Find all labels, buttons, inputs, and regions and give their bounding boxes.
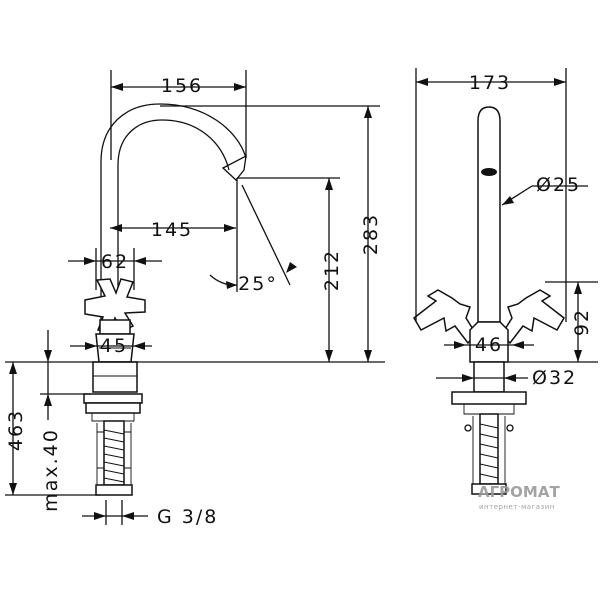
dim-145-label: 145 <box>151 219 193 241</box>
mounting-base <box>85 402 141 414</box>
handle-neck <box>99 319 131 335</box>
side-view: 173 Ø25 92 46 Ø32 <box>413 68 598 495</box>
watermark-tagline: интернет-магазин <box>479 503 555 511</box>
left-handle <box>413 289 477 345</box>
dim-92-label: 92 <box>571 308 593 336</box>
front-view: 156 145 25° 62 45 212 <box>5 70 385 528</box>
dim-463-label: 463 <box>5 409 27 451</box>
dim-212-label: 212 <box>321 249 343 291</box>
dim-62-label: 62 <box>101 251 129 273</box>
dim-d25-label: Ø25 <box>536 174 581 196</box>
spout-outline <box>100 103 247 355</box>
spout-aerator <box>481 168 497 176</box>
watermark: АГРОМАТ интернет-магазин <box>478 483 560 511</box>
watermark-brand: АГРОМАТ <box>478 483 560 501</box>
side-spout <box>477 106 501 323</box>
dim-156-label: 156 <box>161 75 203 97</box>
dim-g38-label: G 3/8 <box>157 506 218 528</box>
cross-handle <box>84 278 146 334</box>
side-body <box>469 321 509 363</box>
hose-end <box>95 484 133 496</box>
right-handle <box>501 289 565 345</box>
side-lower-body <box>473 361 505 393</box>
dim-46-label: 46 <box>475 334 503 356</box>
spout-tip <box>221 154 247 181</box>
mounting-plate <box>83 393 143 404</box>
dim-angle-label: 25° <box>238 273 278 295</box>
spout-inner <box>117 119 230 355</box>
dim-max40-label: max.40 <box>40 428 62 512</box>
dim-45-label: 45 <box>100 335 128 357</box>
dim-173-label: 173 <box>469 72 511 94</box>
lower-body <box>92 361 138 393</box>
dim-283-label: 283 <box>360 213 382 255</box>
side-plate <box>451 391 527 405</box>
dim-d32-label: Ø32 <box>532 367 577 389</box>
side-hose-end <box>471 483 507 495</box>
